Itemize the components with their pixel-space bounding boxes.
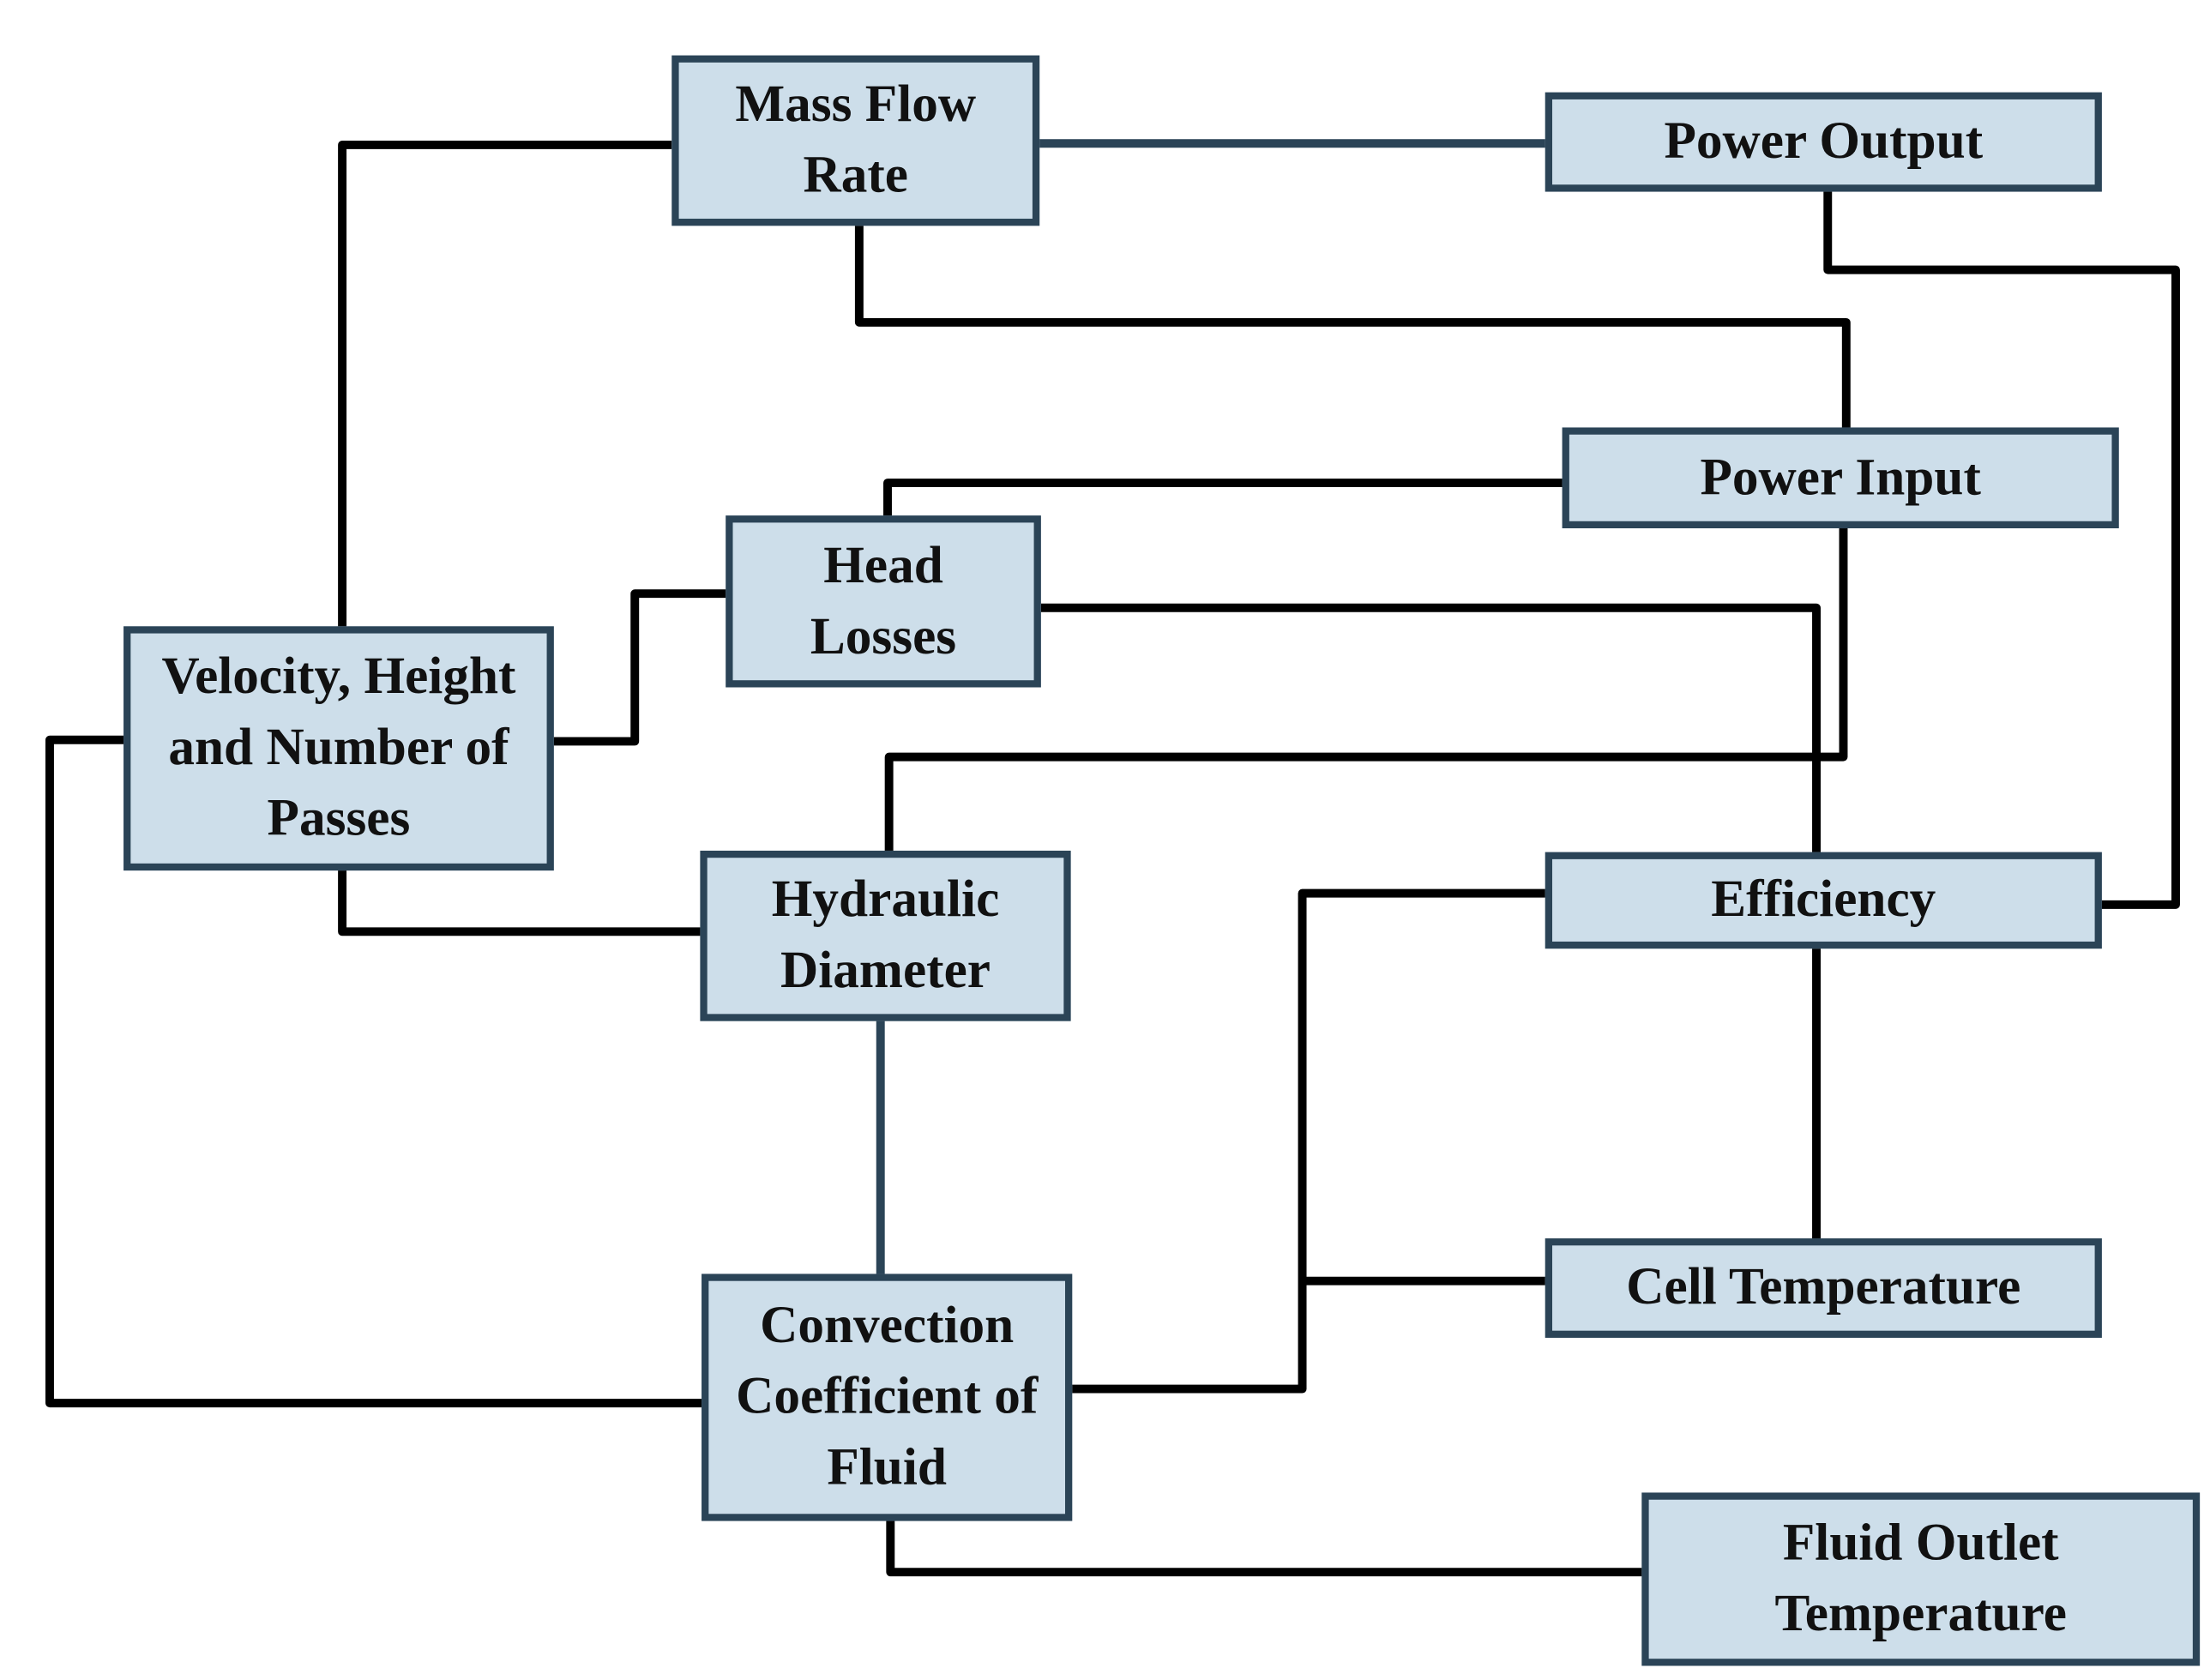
connector-mass-flow-to-power-input — [854, 224, 1851, 431]
head-losses-box: Head Losses — [726, 515, 1041, 688]
cell-temperature-box: Cell Temperature — [1545, 1238, 2102, 1338]
power-input-box: Power Input — [1562, 427, 2119, 529]
power-output-box: Power Output — [1545, 92, 2102, 192]
connector-mass-flow-to-velocity — [338, 140, 672, 628]
connector-power-input-to-head-losses — [883, 479, 1564, 517]
connector-power-input-to-hydraulic-diameter — [884, 525, 1848, 854]
connector-velocity-to-hydraulic-diameter — [338, 867, 702, 936]
connector-head-losses-to-efficiency — [1040, 603, 1821, 854]
velocity-height-passes-box: Velocity, Height and Number of Passes — [123, 626, 554, 871]
connector-power-output-to-efficiency — [1823, 189, 2180, 909]
convection-coefficient-box: Convection Coefficient of Fluid — [702, 1274, 1073, 1521]
connector-convection-to-fluid-outlet — [886, 1519, 1645, 1577]
mass-flow-rate-box: Mass Flow Rate — [671, 55, 1040, 226]
efficiency-box: Efficiency — [1545, 852, 2102, 949]
connector-velocity-to-head-losses — [552, 589, 729, 746]
connector-convection-to-efficiency — [1069, 888, 1547, 1394]
connector-velocity-to-convection — [45, 735, 705, 1408]
fluid-outlet-temperature-box: Fluid Outlet Temperature — [1641, 1492, 2201, 1666]
hydraulic-diameter-box: Hydraulic Diameter — [700, 850, 1071, 1021]
